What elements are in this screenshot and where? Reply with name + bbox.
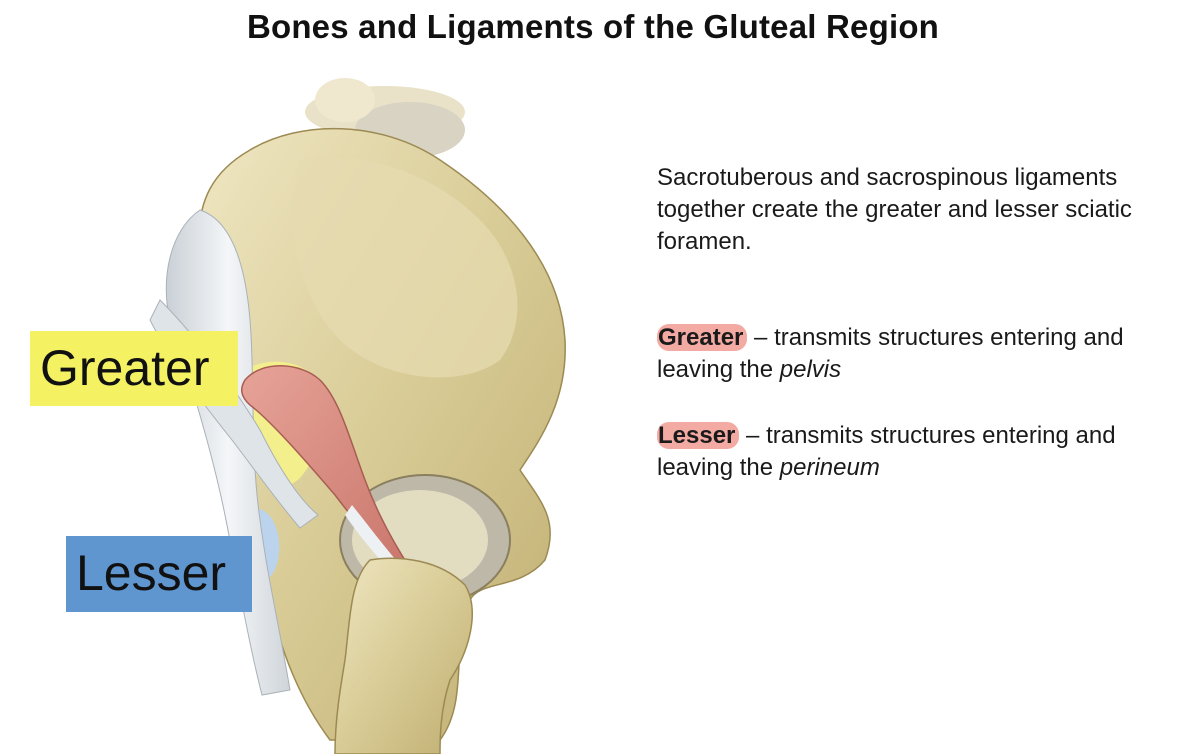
lesser-description: Lesser – transmits structures entering a… (657, 420, 1147, 484)
greater-text: – transmits structures entering and leav… (657, 324, 1124, 383)
lesser-region: perineum (779, 454, 880, 481)
intro-text: Sacrotuberous and sacrospinous ligaments… (657, 164, 1132, 255)
lesser-label: Lesser (66, 536, 252, 612)
lesser-term: Lesser (657, 422, 740, 449)
iliac-fossa (292, 157, 518, 378)
lesser-text: – transmits structures entering and leav… (657, 422, 1116, 481)
pelvis-illustration (149, 78, 566, 754)
femur (334, 557, 473, 754)
greater-label: Greater (30, 331, 238, 406)
greater-term: Greater (657, 324, 748, 351)
greater-description: Greater – transmits structures entering … (657, 322, 1147, 386)
page-title: Bones and Ligaments of the Gluteal Regio… (246, 8, 940, 45)
greater-region: pelvis (779, 356, 842, 383)
